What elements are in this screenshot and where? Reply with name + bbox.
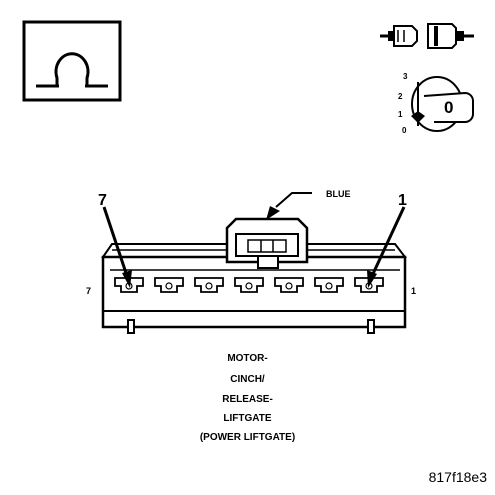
pin-7-callout-arrow [102, 206, 132, 288]
connector-latch [225, 217, 309, 269]
caption-line-3: RELEASE- [222, 394, 273, 405]
wire-color-label: BLUE [326, 189, 351, 199]
pin-number-right: 1 [411, 286, 416, 296]
pin-1-callout-label: 1 [398, 192, 407, 209]
blue-wire-leader [266, 192, 312, 220]
ignition-position-1: 1 [398, 110, 403, 119]
caption-line-5: (POWER LIFTGATE) [199, 432, 296, 443]
caption-line-4: LIFTGATE [223, 413, 272, 424]
pin-cavity [154, 277, 184, 293]
disconnect-connector-icon [380, 23, 474, 49]
ignition-key-icon [411, 76, 474, 132]
ohmmeter-icon [22, 20, 122, 102]
pin-7-callout-label: 7 [98, 192, 107, 209]
ignition-position-3: 3 [403, 72, 408, 81]
caption-line-2: CINCH/ [230, 374, 265, 385]
ignition-position-0: 0 [402, 126, 407, 135]
pin-cavity [274, 277, 304, 293]
pin-cavity [234, 277, 264, 293]
figure-id: 817f18e3 [428, 469, 487, 485]
pin-number-left: 7 [86, 286, 91, 296]
pin-cavity [314, 277, 344, 293]
pin-cavity [194, 277, 224, 293]
ignition-position-2: 2 [398, 92, 403, 101]
pin-1-callout-arrow [367, 206, 406, 288]
key-position-label: 0 [444, 98, 453, 117]
caption-line-1: MOTOR- [227, 353, 268, 364]
